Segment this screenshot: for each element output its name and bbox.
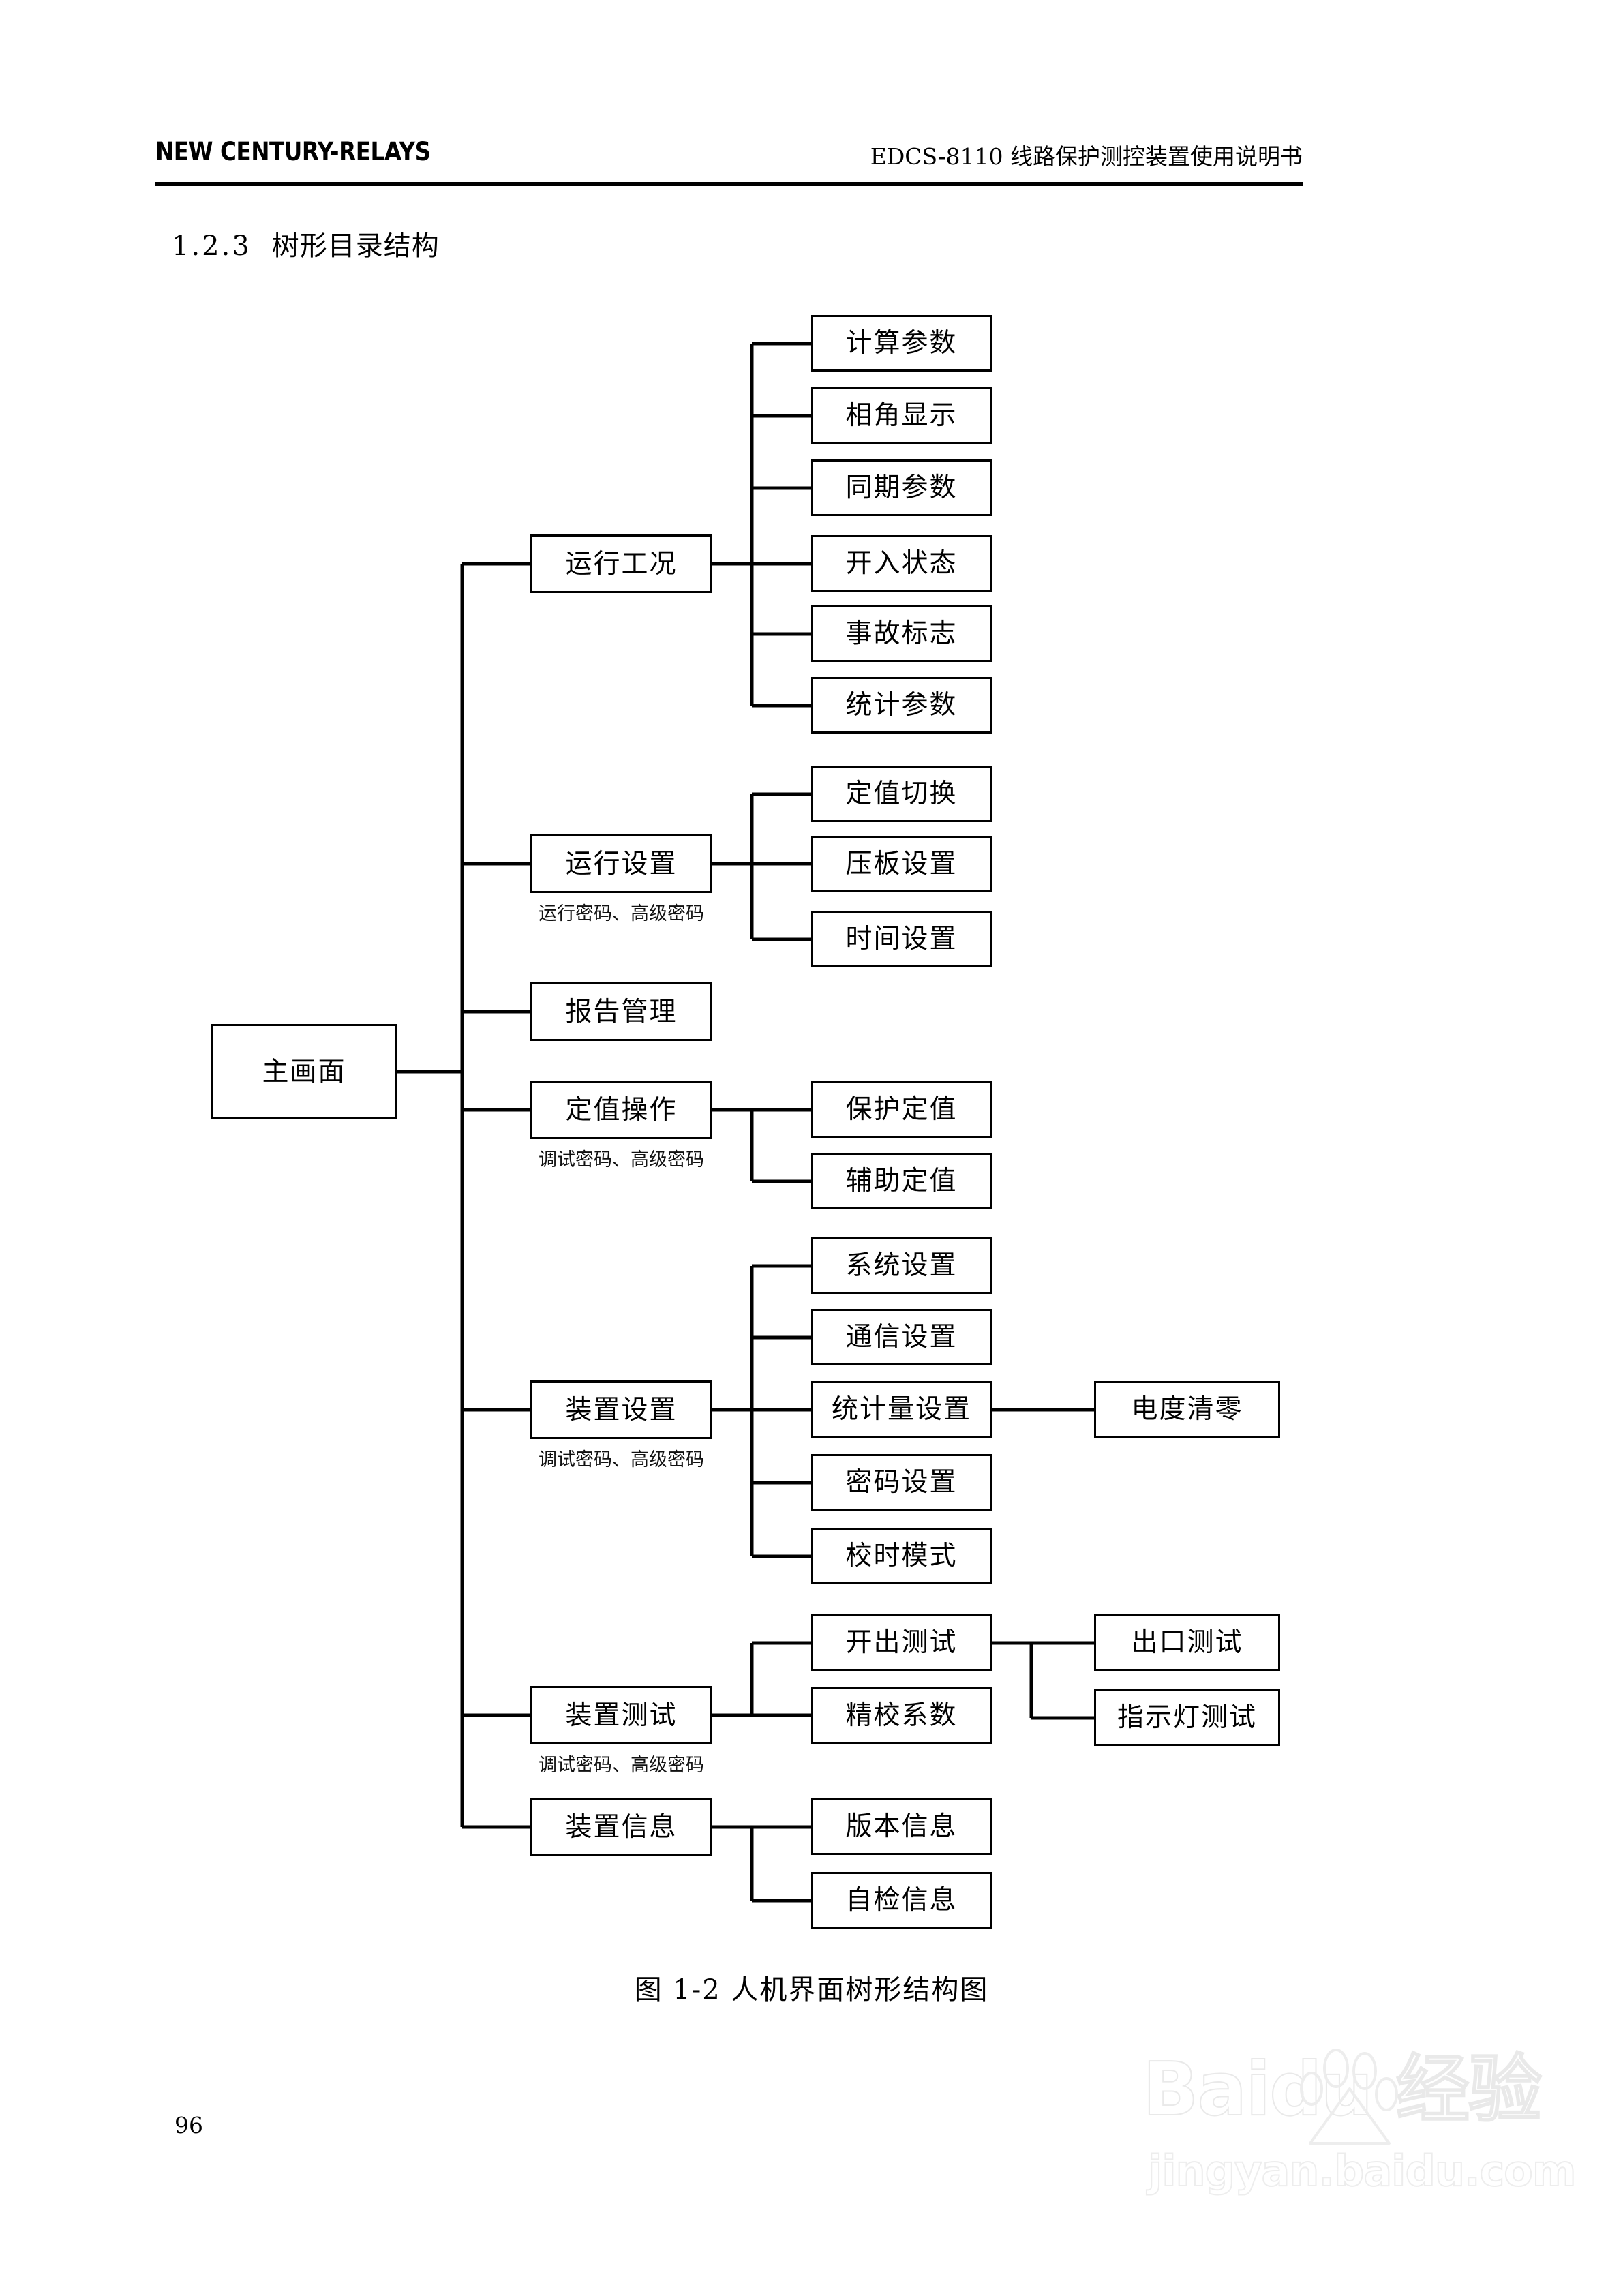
node-time-settings[interactable]: 时间设置 [811,911,992,967]
node-password-settings[interactable]: 密码设置 [811,1454,992,1511]
node-label: 版本信息 [845,1811,958,1842]
node-label: 压板设置 [845,849,958,879]
node-label: 定值操作 [565,1094,678,1126]
node-statistics-settings[interactable]: 统计量设置 [811,1381,992,1438]
node-label: 开入状态 [845,548,958,579]
node-label: 时间设置 [845,924,958,954]
node-version-info[interactable]: 版本信息 [811,1798,992,1855]
node-calculation-parameters[interactable]: 计算参数 [811,315,992,372]
node-label: 开出测试 [845,1627,958,1658]
note-setting-operation-password: 调试密码、高级密码 [539,1149,704,1170]
section-heading: 1.2.3 树形目录结构 [172,224,440,263]
node-label: 指示灯测试 [1117,1702,1257,1733]
section-number: 1.2.3 [172,230,252,262]
header-brand: NEW CENTURY-RELAYS [155,137,431,166]
node-output-test[interactable]: 开出测试 [811,1614,992,1671]
node-label: 自检信息 [845,1885,958,1916]
node-label: 同期参数 [845,472,958,503]
node-fine-calibration-coefficient[interactable]: 精校系数 [811,1687,992,1744]
node-label: 定值切换 [845,779,958,809]
node-synchronization-parameters[interactable]: 同期参数 [811,459,992,516]
header-divider [155,182,1303,186]
node-root-main-screen[interactable]: 主画面 [211,1024,397,1119]
node-label: 出口测试 [1131,1627,1243,1658]
page-number: 96 [175,2112,203,2139]
figure-caption: 图 1-2 人机界面树形结构图 [634,1974,989,2006]
node-report-management[interactable]: 报告管理 [530,982,712,1041]
header-document-title: EDCS-8110 线路保护测控装置使用说明书 [870,143,1303,170]
node-label: 计算参数 [845,328,958,359]
node-fault-flag[interactable]: 事故标志 [811,605,992,662]
node-label: 主画面 [262,1056,346,1087]
node-label: 辅助定值 [845,1166,958,1196]
node-operating-status[interactable]: 运行工况 [530,534,712,593]
section-title: 树形目录结构 [271,230,440,262]
node-energy-reset[interactable]: 电度清零 [1094,1381,1280,1438]
note-device-test-password: 调试密码、高级密码 [539,1755,704,1776]
note-device-settings-password: 调试密码、高级密码 [539,1449,704,1470]
node-label: 保护定值 [845,1094,958,1125]
node-indicator-lamp-test[interactable]: 指示灯测试 [1094,1689,1280,1746]
node-outlet-test[interactable]: 出口测试 [1094,1614,1280,1671]
node-label: 系统设置 [845,1250,958,1281]
node-label: 装置信息 [565,1811,678,1843]
node-operation-settings[interactable]: 运行设置 [530,834,712,893]
node-time-sync-mode[interactable]: 校时模式 [811,1528,992,1584]
node-binary-plate-settings[interactable]: 压板设置 [811,836,992,892]
node-self-check-info[interactable]: 自检信息 [811,1872,992,1929]
node-binary-input-status[interactable]: 开入状态 [811,535,992,592]
page-header: NEW CENTURY-RELAYS EDCS-8110 线路保护测控装置使用说… [155,133,1303,198]
node-label: 装置设置 [565,1394,678,1425]
note-operation-settings-password: 运行密码、高级密码 [539,903,704,924]
node-setting-operation[interactable]: 定值操作 [530,1081,712,1139]
node-device-test[interactable]: 装置测试 [530,1686,712,1744]
node-label: 密码设置 [845,1467,958,1498]
node-label: 相角显示 [845,400,958,431]
node-label: 通信设置 [845,1322,958,1353]
node-label: 运行工况 [565,548,678,579]
node-device-settings[interactable]: 装置设置 [530,1380,712,1439]
node-phase-angle-display[interactable]: 相角显示 [811,387,992,444]
node-system-settings[interactable]: 系统设置 [811,1237,992,1294]
node-setting-group-switch[interactable]: 定值切换 [811,766,992,822]
node-device-info[interactable]: 装置信息 [530,1798,712,1856]
node-label: 精校系数 [845,1700,958,1731]
node-protection-settings[interactable]: 保护定值 [811,1081,992,1138]
node-label: 报告管理 [565,996,678,1027]
node-label: 运行设置 [565,848,678,879]
node-communication-settings[interactable]: 通信设置 [811,1309,992,1365]
node-auxiliary-settings[interactable]: 辅助定值 [811,1153,992,1209]
node-label: 校时模式 [845,1541,958,1571]
node-statistics-parameters[interactable]: 统计参数 [811,677,992,734]
node-label: 事故标志 [845,618,958,649]
node-label: 电度清零 [1131,1394,1243,1425]
node-label: 统计参数 [845,690,958,721]
node-label: 统计量设置 [831,1394,971,1425]
node-label: 装置测试 [565,1700,678,1731]
